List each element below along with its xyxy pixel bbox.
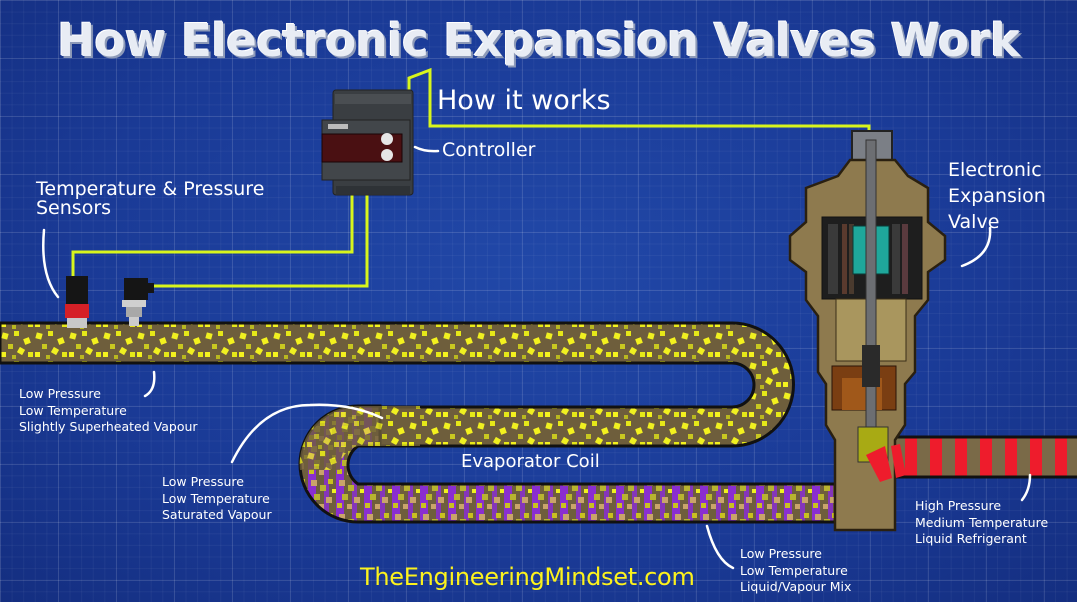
temperature-sensor-icon bbox=[65, 276, 89, 328]
state-mix-label: Low Pressure Low Temperature Liquid/Vapo… bbox=[740, 546, 852, 594]
state-liquid-label: High Pressure Medium Temperature Liquid … bbox=[915, 498, 1049, 546]
evaporator-pipe-upper bbox=[0, 321, 795, 448]
brand-watermark: TheEngineeringMindset.com bbox=[360, 563, 695, 591]
page-title: How Electronic Expansion Valves Work bbox=[57, 14, 1020, 67]
controller-label: Controller bbox=[442, 139, 536, 161]
sensors-label: Temperature & Pressure Sensors bbox=[36, 178, 265, 219]
how-it-works-label: How it works bbox=[437, 85, 611, 116]
state-saturated-label: Low Pressure Low Temperature Saturated V… bbox=[162, 474, 272, 522]
valve-label: Electronic Expansion Valve bbox=[948, 159, 1046, 233]
state-superheated-label: Low Pressure Low Temperature Slightly Su… bbox=[19, 386, 198, 434]
pressure-sensor-icon bbox=[122, 278, 154, 326]
controller-device-icon bbox=[321, 89, 414, 196]
expansion-valve bbox=[788, 130, 947, 532]
evaporator-coil-label: Evaporator Coil bbox=[461, 451, 600, 472]
liquid-line bbox=[888, 435, 1077, 479]
